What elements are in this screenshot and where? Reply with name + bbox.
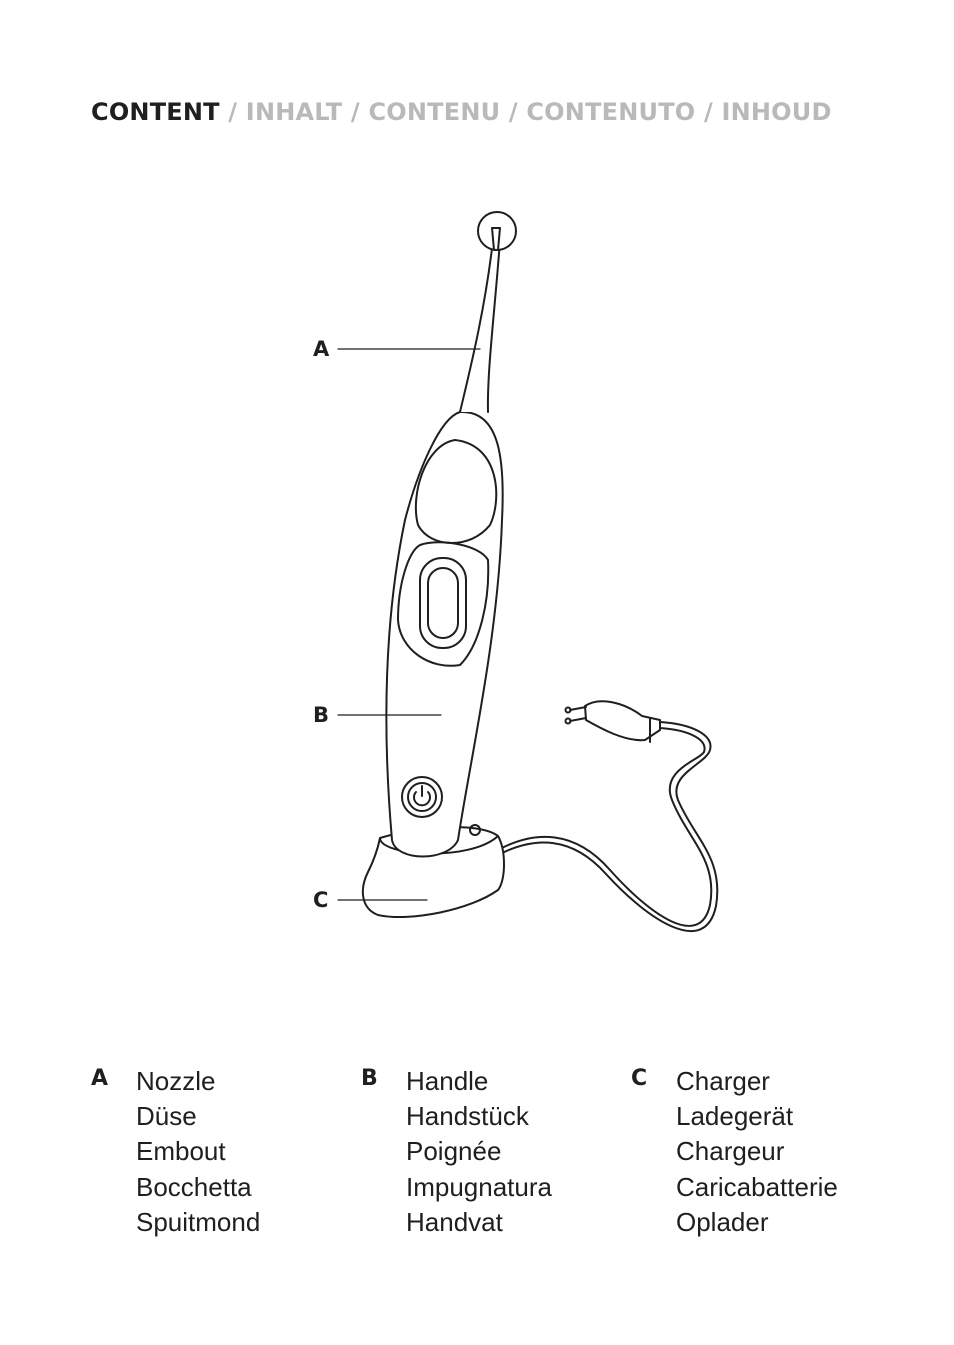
callout-a: A [313,337,330,361]
legend-item: Poignée [406,1136,502,1167]
legend-letter: B [361,1066,378,1091]
legend-item: Impugnatura [406,1171,552,1202]
legend-letter: A [91,1066,109,1091]
legend-item: Chargeur [676,1136,785,1167]
page-title: CONTENT / INHALT / CONTENU / CONTENUTO /… [91,98,832,126]
legend-item: Düse [136,1101,197,1132]
power-icon [413,791,431,807]
legend-item: Handle [406,1066,489,1096]
legend-item: Handvat [406,1206,503,1237]
legend-item: Ladegerät [676,1101,794,1132]
lower-recess [397,541,490,667]
legend-item: Bocchetta [136,1171,252,1202]
legend-item: Caricabatterie [676,1171,838,1202]
legend-item: Handstück [406,1101,529,1132]
legend-item: Spuitmond [136,1206,261,1237]
legend-letter: C [631,1066,648,1091]
handle [385,410,504,858]
legend-item: Oplader [676,1206,769,1237]
legend-item: Charger [676,1066,770,1096]
callout-c: C [313,888,328,912]
power-button [401,776,443,818]
callout-b: B [313,703,329,727]
legend-item: Embout [136,1136,226,1167]
title-lead: CONTENT [91,98,220,126]
nozzle [459,239,501,413]
legend-item: Nozzle [136,1066,216,1096]
title-translations: / INHALT / CONTENU / CONTENUTO / INHOUD [219,98,832,126]
indicator-slot [419,557,467,649]
power-cord [497,727,713,927]
nozzle-tip [477,211,517,251]
plug [584,700,661,742]
